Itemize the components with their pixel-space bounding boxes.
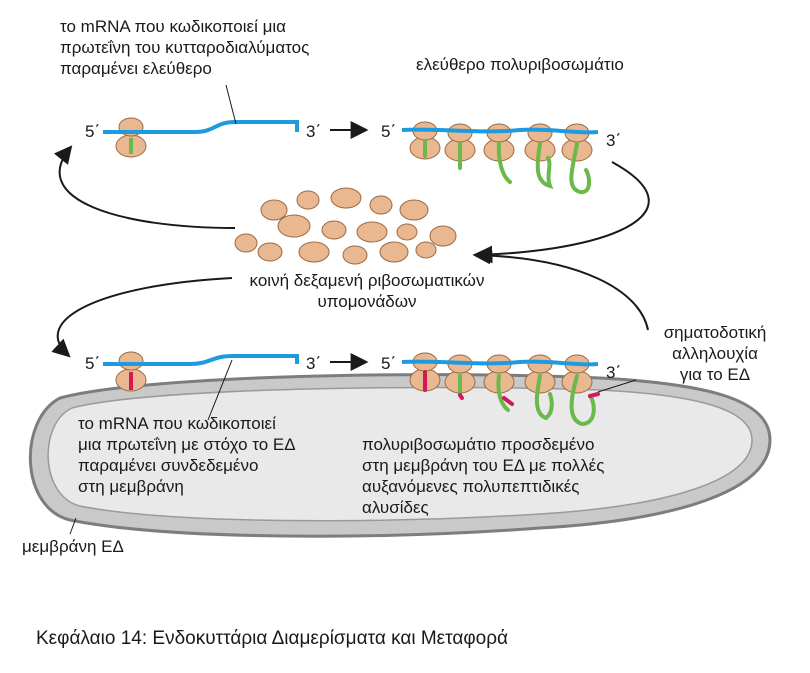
ribosomes-bound	[409, 352, 593, 394]
polypeptides-bound	[423, 370, 600, 427]
bound-polyribosome-label: πολυριβοσωμάτιο προσδεμένο στη μεμβράνη …	[362, 435, 605, 517]
er-mrna-5prime: 5΄	[85, 354, 100, 373]
bound-polyribosome-group: 5΄ 3΄	[381, 352, 637, 427]
polyribosome-3prime: 3΄	[606, 131, 621, 150]
polyribosome-mrna-strand	[401, 127, 599, 135]
er-membrane-pointer	[69, 517, 77, 535]
signal-sequence-label: σηματοδοτική αλληλουχία για το ΕΔ	[663, 323, 767, 384]
bound-polyribosome-3prime: 3΄	[606, 363, 621, 382]
free-mrna-label: το mRNA που κωδικοποιεί μια πρωτεΐνη του…	[60, 17, 310, 78]
bound-polyribosome-5prime: 5΄	[381, 354, 396, 373]
free-mrna-3prime: 3΄	[306, 122, 321, 141]
er-membrane-label: μεμβράνη ΕΔ	[22, 537, 124, 556]
ribosome-subunit-pool	[234, 187, 457, 265]
cycle-arrows	[51, 121, 650, 371]
free-mrna-5prime: 5΄	[85, 122, 100, 141]
free-polyribosome-label: ελεύθερο πολυριβοσωμάτιο	[416, 55, 624, 74]
er-mrna-strand	[103, 354, 299, 366]
bound-polyribosome-mrna-strand	[401, 359, 599, 367]
subunit-pool-label: κοινή δεξαμενή ριβοσωματικών υπομονάδων	[249, 271, 485, 311]
free-polyribosome-group: 5΄ 3΄	[381, 121, 621, 195]
er-mrna-group: 5΄ 3΄	[85, 351, 321, 421]
polypeptides-free	[423, 140, 592, 195]
free-mrna-group: 5΄ 3΄	[85, 84, 321, 158]
figure-caption: Κεφάλαιο 14: Ενδοκυττάρια Διαμερίσματα κ…	[36, 628, 509, 649]
er-mrna-label: το mRNA που κωδικοποιεί μια πρωτεΐνη με …	[78, 414, 296, 496]
er-mrna-3prime: 3΄	[306, 354, 321, 373]
polyribosome-5prime: 5΄	[381, 122, 396, 141]
